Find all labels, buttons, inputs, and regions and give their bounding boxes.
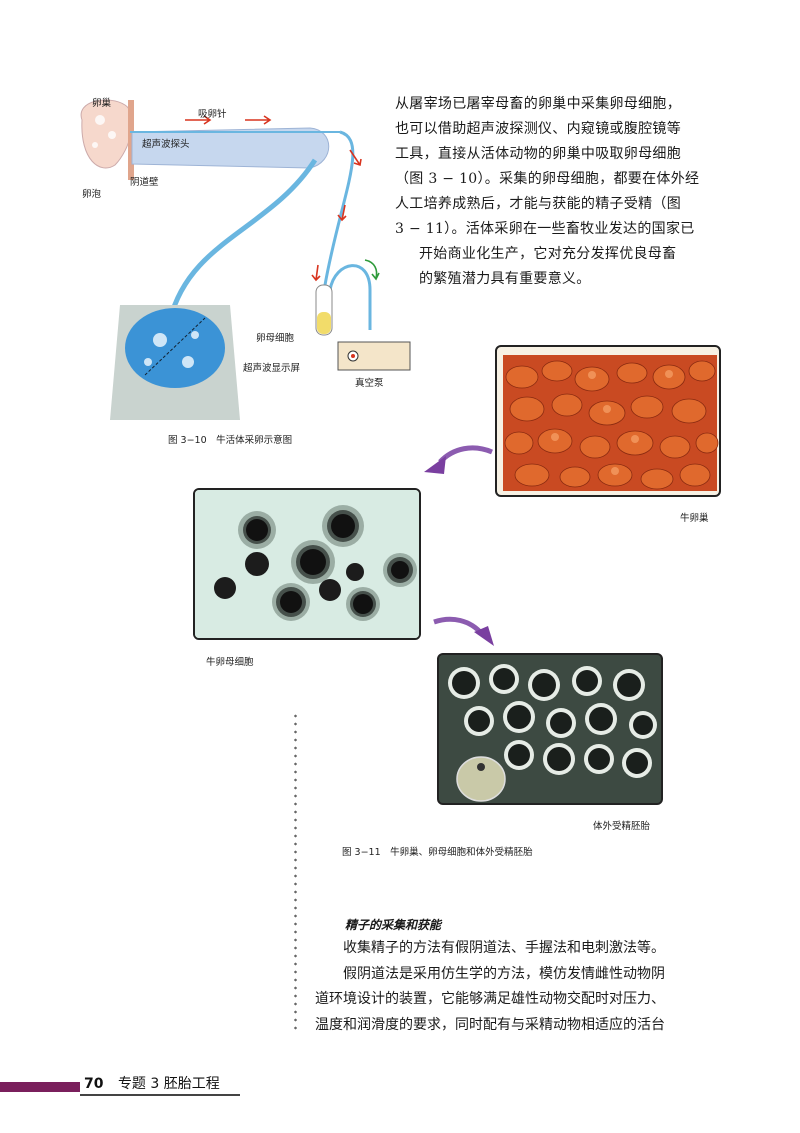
label-oocyte: 卵母细胞 bbox=[256, 333, 295, 344]
intro-line: （图 3 − 10）。采集的卵母细胞，都要在体外经 bbox=[395, 171, 700, 187]
margin-dotted-line bbox=[294, 712, 297, 1034]
intro-line: 开始商业化生产，它对充分发挥优良母畜 bbox=[419, 246, 677, 262]
label-needle: 吸卵针 bbox=[198, 109, 227, 120]
ovary-tissue-image bbox=[503, 355, 719, 491]
arrow-ovary-to-oocyte-icon bbox=[424, 445, 493, 474]
figure-3-10-diagram bbox=[80, 99, 411, 420]
label-follicle: 卵泡 bbox=[82, 189, 102, 200]
section-body: 收集精子的方法有假阴道法、手握法和电刺激法等。 假阴道法是采用仿生学的方法，模仿… bbox=[315, 936, 745, 1038]
figure-3-10-caption: 图 3−10 牛活体采卵示意图 bbox=[168, 435, 293, 446]
flow-arrow-green bbox=[364, 259, 380, 281]
section-title: 精子的采集和获能 bbox=[345, 918, 442, 932]
label-vaginal-wall: 阴道壁 bbox=[130, 177, 159, 188]
label-display: 超声波显示屏 bbox=[243, 363, 301, 374]
intro-line: 的繁殖潜力具有重要意义。 bbox=[419, 271, 591, 287]
ivf-embryo-photo bbox=[437, 653, 663, 805]
label-cow-oocyte: 牛卵母细胞 bbox=[206, 657, 254, 668]
intro-line: 从屠宰场已屠宰母畜的卵巢中采集卵母细胞， bbox=[395, 96, 681, 112]
cow-oocyte-photo bbox=[193, 488, 421, 640]
flow-arrow-5 bbox=[311, 264, 321, 282]
intro-line: 3 − 11）。活体采卵在一些畜牧业发达的国家已 bbox=[395, 221, 695, 237]
intro-line: 工具，直接从活体动物的卵巢中吸取卵母细胞 bbox=[395, 146, 681, 162]
flow-arrow-4 bbox=[337, 204, 347, 222]
flow-arrow-2 bbox=[245, 115, 272, 125]
flow-arrow-1 bbox=[185, 115, 212, 125]
oocyte-micrograph-image bbox=[195, 490, 419, 638]
pump-tube bbox=[328, 264, 372, 330]
page-number: 70 bbox=[84, 1076, 104, 1092]
flow-arrow-3 bbox=[349, 149, 362, 167]
label-ovary: 卵巢 bbox=[92, 98, 112, 109]
vacuum-pump-shape bbox=[337, 341, 411, 371]
label-pump: 真空泵 bbox=[355, 378, 384, 389]
body-line: 收集精子的方法有假阴道法、手握法和电刺激法等。 bbox=[343, 940, 665, 956]
vaginal-wall-shape bbox=[128, 100, 134, 180]
figure-3-11-caption: 图 3−11 牛卵巢、卵母细胞和体外受精胚胎 bbox=[342, 847, 533, 858]
ovary-shape bbox=[80, 99, 133, 169]
cow-ovary-photo bbox=[495, 345, 721, 497]
label-cow-ovary: 牛卵巢 bbox=[680, 513, 709, 524]
embryo-micrograph-image bbox=[439, 655, 661, 803]
intro-line: 人工培养成熟后，才能与获能的精子受精（图 bbox=[395, 196, 681, 212]
suction-tube bbox=[323, 130, 355, 286]
intro-paragraph: 从屠宰场已屠宰母畜的卵巢中采集卵母细胞， 也可以借助超声波探测仪、内窥镜或腹腔镜… bbox=[395, 92, 735, 292]
label-probe: 超声波探头 bbox=[142, 139, 190, 150]
intro-line: 也可以借助超声波探测仪、内窥镜或腹腔镜等 bbox=[395, 121, 681, 137]
body-line: 道环境设计的装置，它能够满足雄性动物交配时对压力、 bbox=[315, 991, 665, 1007]
label-ivf-embryo: 体外受精胚胎 bbox=[593, 821, 651, 832]
page-footer: 70 专题 3 胚胎工程 bbox=[84, 1073, 220, 1093]
footer-rule bbox=[80, 1094, 240, 1096]
arrow-oocyte-to-embryo-icon bbox=[433, 616, 494, 646]
chapter-title: 专题 3 胚胎工程 bbox=[117, 1076, 220, 1092]
test-tube-shape bbox=[315, 284, 333, 336]
body-line: 假阴道法是采用仿生学的方法，模仿发情雌性动物阴 bbox=[343, 965, 665, 982]
ultrasound-display-shape bbox=[110, 305, 240, 420]
probe-cable bbox=[167, 158, 318, 321]
body-line: 温度和润滑度的要求，同时配有与采精动物相适应的活台 bbox=[315, 1016, 665, 1033]
footer-accent-bar bbox=[0, 1082, 80, 1092]
